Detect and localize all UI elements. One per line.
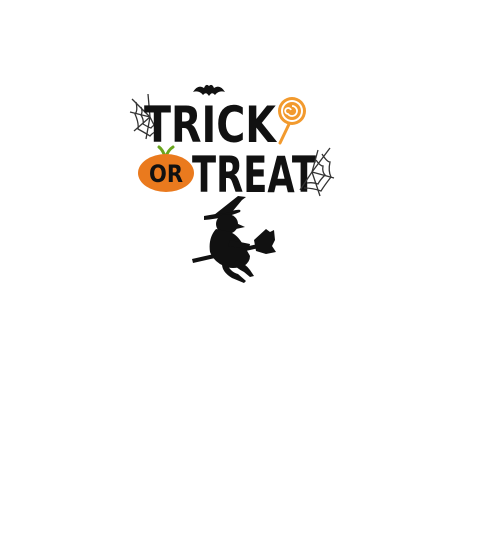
pumpkin-icon: OR bbox=[138, 145, 194, 192]
witch-on-broom-icon bbox=[192, 196, 276, 283]
connector-or: OR bbox=[149, 160, 183, 188]
title-treat: TREAT bbox=[192, 146, 316, 204]
spider-web-icon-left bbox=[129, 93, 161, 140]
title-trick: TRICK bbox=[144, 96, 278, 154]
spider-web-icon-right bbox=[299, 147, 335, 197]
lollipop-icon bbox=[278, 97, 306, 145]
bat-icon bbox=[193, 84, 225, 96]
